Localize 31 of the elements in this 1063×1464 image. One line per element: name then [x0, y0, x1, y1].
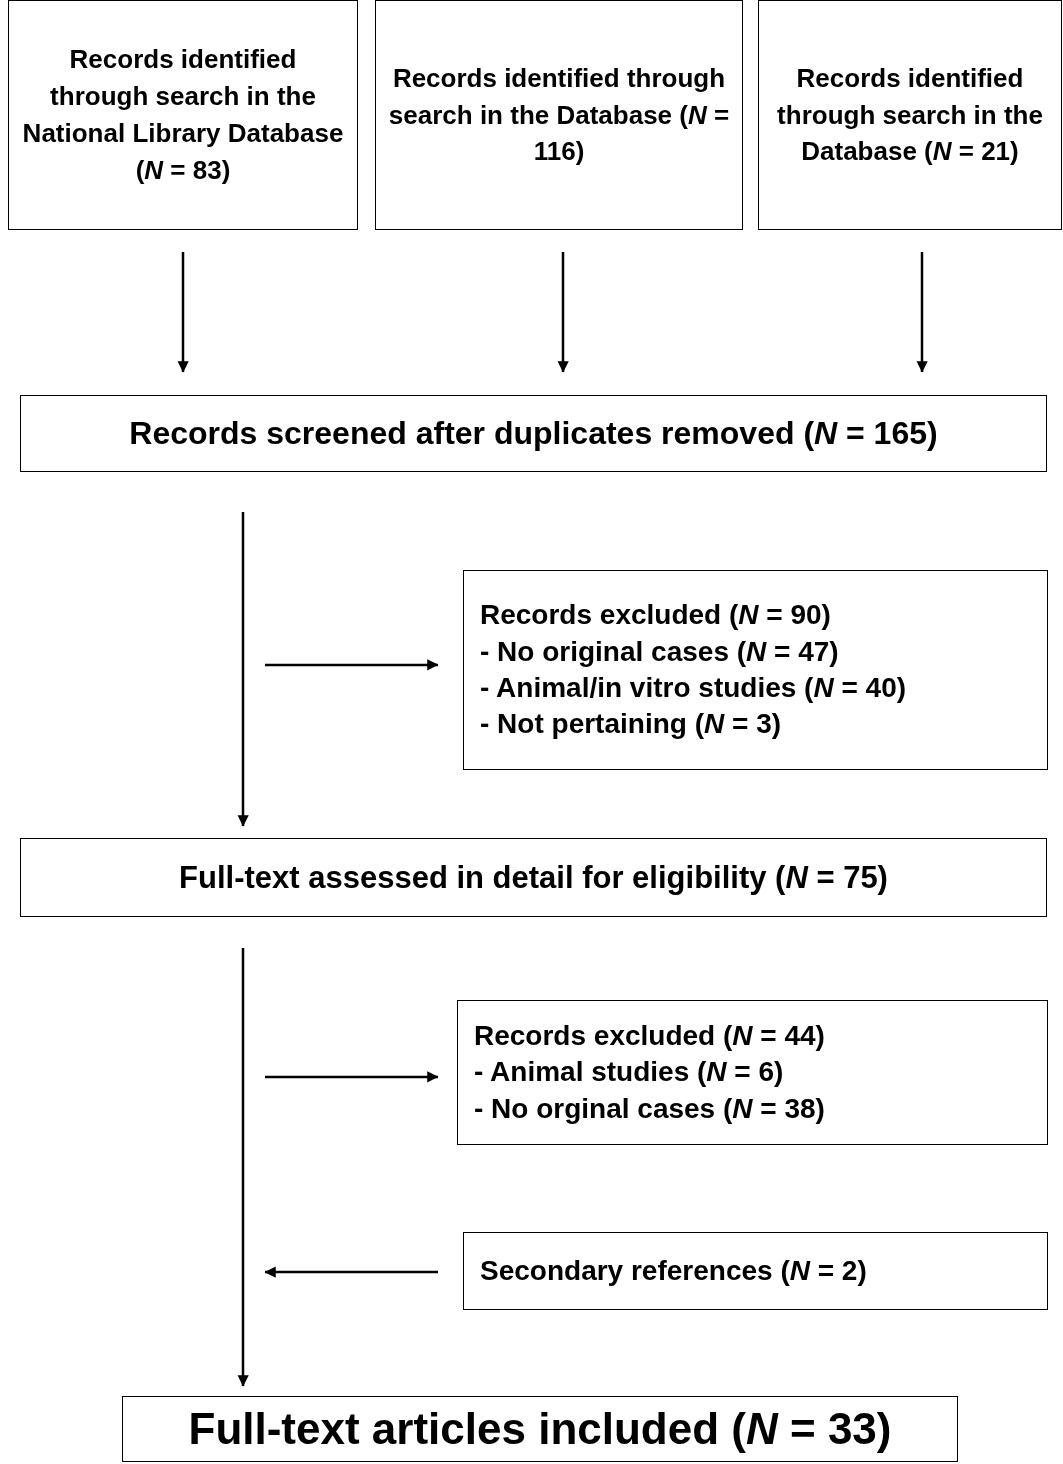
process-box [758, 0, 1062, 230]
arrow [265, 1071, 439, 1083]
arrow [265, 659, 439, 671]
box-text: Records excluded (N = 44) [474, 1018, 825, 1053]
box-text: - Animal/in vitro studies (N = 40) [480, 671, 907, 705]
box-text: Records excluded (N = 90) [480, 598, 831, 633]
arrow [916, 252, 928, 373]
process-box [20, 838, 1047, 917]
box-text: Records identified through search in the National Library Database (N = 83) [21, 43, 345, 187]
process-box [457, 1000, 1048, 1145]
arrow [177, 252, 189, 373]
process-box [8, 0, 358, 230]
process-box [122, 1396, 958, 1462]
box-text: Full-text articles included (N = 33) [188, 1404, 892, 1454]
process-box [20, 395, 1047, 472]
box-text: Full-text assessed in detail for eligibility (N = 75) [179, 858, 888, 897]
process-box [375, 0, 743, 230]
box-text: - No orginal cases (N = 38) [474, 1091, 825, 1126]
process-box [463, 570, 1048, 770]
box-text: Secondary references (N = 2) [480, 1254, 867, 1288]
box-text: Records identified through search in the Database (N = 21) [776, 61, 1044, 169]
box-text: - No original cases (N = 47) [480, 634, 839, 669]
box-text: Records identified through search in the Database (N = 116) [387, 61, 731, 169]
arrow [557, 252, 569, 373]
box-text: Records screened after duplicates removed (N = 165) [129, 414, 938, 453]
box-text: - Not pertaining (N = 3) [480, 707, 782, 742]
arrow [264, 1266, 438, 1278]
arrow [237, 512, 249, 827]
box-text: - Animal studies (N = 6) [474, 1055, 784, 1090]
process-box [463, 1232, 1048, 1310]
arrow [237, 948, 249, 1387]
